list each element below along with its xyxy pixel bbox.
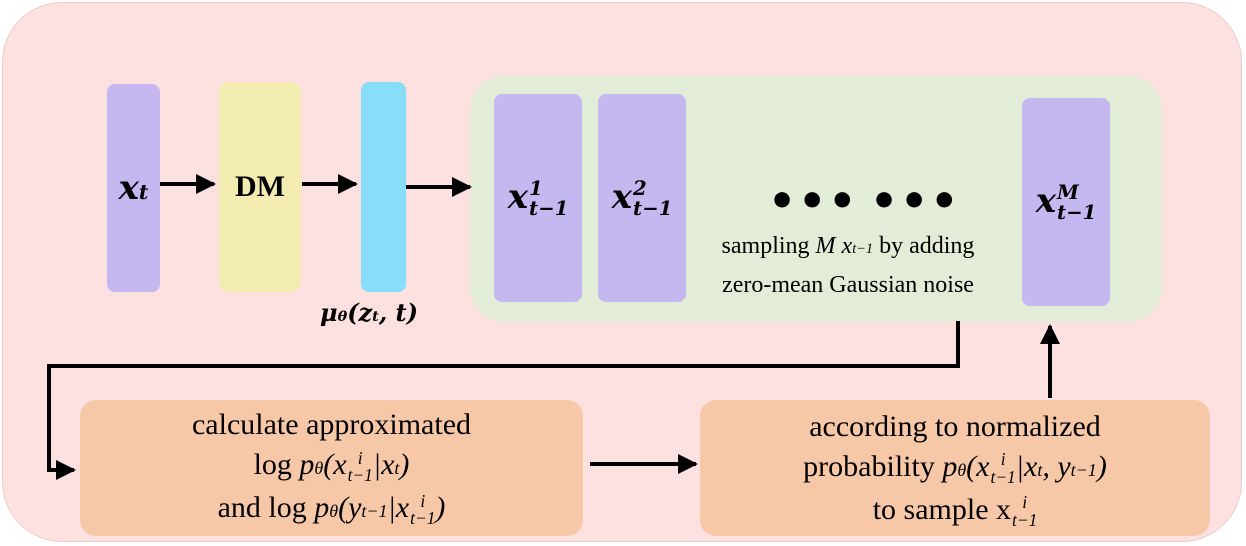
dm-label: DM: [235, 170, 285, 203]
mu-label: μθ(zt, t): [320, 298, 418, 327]
xt-label: xt: [118, 168, 149, 208]
arrow-samples-to-calculate: [47, 321, 960, 480]
dm-block: DM: [219, 82, 301, 292]
sampling-note-line1: sampling M xt−1 by adding: [721, 233, 975, 259]
ellipsis-1: •••: [768, 176, 859, 227]
ellipsis-2: •••: [870, 176, 961, 227]
normalized-sample-box: according to normalized probability pθ(x…: [700, 400, 1210, 536]
normalized-line1: according to normalized: [809, 409, 1101, 443]
calculate-line1: calculate approximated: [191, 408, 472, 441]
sampling-note: sampling M xt−1 by adding zero-mean Gaus…: [680, 228, 1016, 303]
xt-block: xt: [107, 84, 160, 292]
mu-block: [361, 82, 406, 292]
sampling-note-line2: zero-mean Gaussian noise: [722, 272, 974, 298]
